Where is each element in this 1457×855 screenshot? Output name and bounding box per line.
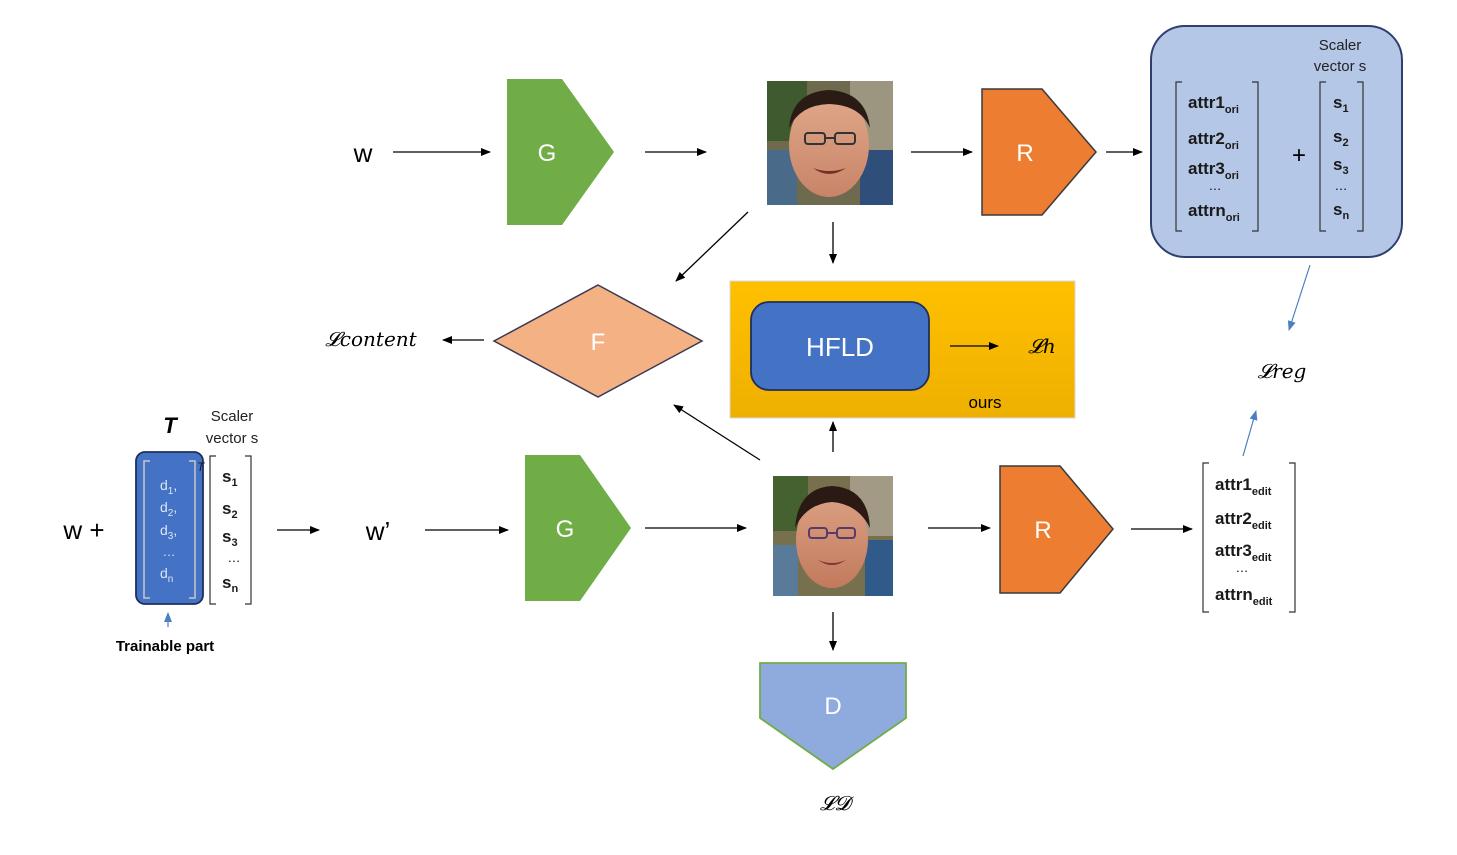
ori-attr-1: attr1ori [1188, 93, 1239, 116]
edited-face-image [773, 476, 893, 596]
top-generator-label: G [538, 140, 557, 167]
top-generator-block [507, 79, 614, 225]
d-3: d3, [160, 522, 177, 542]
top-s-3: s3 [1333, 155, 1349, 177]
scaler-box-top [1150, 25, 1403, 258]
bottom-s-2: s2 [222, 499, 238, 521]
ori-attr-3: attr3ori [1188, 159, 1239, 182]
s-bracket-left [1319, 81, 1326, 232]
top-s-2: s2 [1333, 127, 1349, 149]
bottom-generator-label: G [556, 516, 575, 543]
bottom-input-wprime: w’ [365, 516, 391, 546]
feature-extractor-label: F [591, 329, 606, 356]
top-regressor-label: R [1016, 140, 1033, 167]
bottom-s-ellipsis: … [228, 550, 241, 565]
transpose-T: T [197, 460, 206, 474]
d-bracket-left [143, 460, 150, 599]
top-input-w: w [353, 138, 373, 168]
scaler-plus: + [1292, 142, 1306, 169]
top-regressor-block [981, 88, 1097, 216]
bottom-generator-block [525, 455, 631, 601]
bottom-s-bracket-right [245, 455, 252, 605]
trainable-caption: Trainable part [116, 638, 214, 655]
edit-bracket-left [1202, 462, 1209, 613]
edit-attr-1: attr1edit [1215, 475, 1272, 498]
top-s-n: sn [1333, 200, 1349, 222]
discriminator-label: D [824, 693, 841, 720]
ori-attr-n: attrnori [1188, 201, 1240, 224]
bottom-regressor-block [999, 465, 1114, 594]
h-loss: 𝓛h [1028, 334, 1055, 358]
edit-ellipsis: … [1236, 560, 1249, 575]
discriminator-block [759, 662, 907, 771]
bottom-s-n: sn [222, 573, 238, 595]
bottom-s-3: s3 [222, 527, 238, 549]
d-ellipsis: … [163, 544, 176, 559]
bottom-input-prefix: w + [62, 515, 104, 545]
feature-extractor-block [492, 284, 704, 398]
hfld-caption: ours [968, 393, 1001, 412]
d-loss: 𝓛𝓓 [820, 791, 855, 815]
edit-attr-2: attr2edit [1215, 509, 1272, 532]
bottom-s-1: s1 [222, 467, 238, 489]
trainable-scaler-2: vector s [206, 430, 259, 447]
hfld-module [750, 301, 930, 391]
trainable-direction-box [135, 451, 204, 605]
edit-bracket-right [1289, 462, 1296, 613]
top-s-ellipsis: … [1335, 178, 1348, 193]
s-bracket-right [1357, 81, 1364, 232]
original-face-image [767, 81, 893, 205]
edit-attr-n: attrnedit [1215, 585, 1273, 608]
ori-attr-2: attr2ori [1188, 129, 1239, 152]
arrow-scaler-to-reg [1287, 264, 1311, 331]
d-n: dn [160, 565, 173, 585]
d-bracket-right [189, 460, 196, 599]
d-1: d1, [160, 477, 177, 497]
arrow-edit-to-reg [1242, 410, 1258, 457]
d-2: d2, [160, 499, 177, 519]
reg-loss: 𝓛reg [1258, 359, 1307, 383]
edit-attr-3: attr3edit [1215, 541, 1272, 564]
trainable-T: T [163, 413, 178, 438]
ori-bracket-left [1175, 81, 1182, 232]
ori-bracket-right [1252, 81, 1259, 232]
bottom-regressor-label: R [1034, 517, 1051, 544]
bottom-s-bracket-left [209, 455, 216, 605]
content-loss: 𝓛content [325, 327, 417, 351]
arrow-image-to-f [675, 211, 749, 282]
ori-ellipsis: … [1209, 178, 1222, 193]
top-s-1: s1 [1333, 93, 1349, 115]
scaler-top-title-1: Scaler [1319, 37, 1362, 54]
trainable-scaler-1: Scaler [211, 408, 254, 425]
arrow-edited-to-f [673, 404, 761, 461]
hfld-module-label: HFLD [806, 332, 874, 362]
scaler-top-title-2: vector s [1314, 58, 1367, 75]
